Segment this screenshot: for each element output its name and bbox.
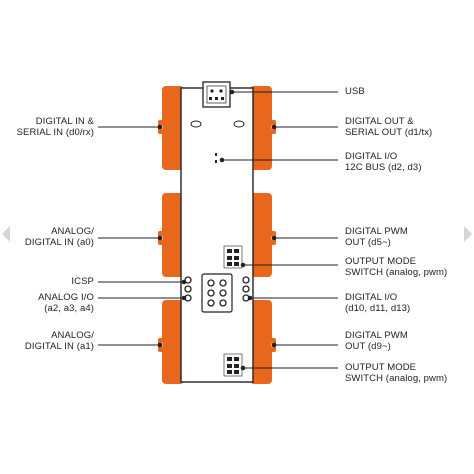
leader-lines-right: [219, 89, 338, 371]
led-right: [233, 120, 245, 128]
label-pwm-d9: DIGITAL PWM OUT (d9~): [345, 330, 408, 352]
label-icsp: ICSP: [71, 276, 94, 287]
usb-port-icon: [202, 81, 231, 108]
label-output-mode-2: OUTPUT MODE SWITCH (analog, pwm): [345, 362, 448, 384]
label-i2c-bus: DIGITAL I/O 12C BUS (d2, d3): [345, 151, 422, 173]
label-analog-digital-in-a0: ANALOG/ DIGITAL IN (a0): [24, 226, 94, 248]
led-left: [190, 120, 202, 128]
label-pwm-d5: DIGITAL PWM OUT (d5~): [345, 226, 408, 248]
output-mode-switch-2: [223, 353, 243, 377]
left-connector-a1: [158, 300, 184, 384]
label-digital-in-serial: DIGITAL IN & SERIAL IN (d0/rx): [16, 116, 94, 138]
label-usb: USB: [345, 86, 365, 97]
prev-arrow-icon[interactable]: [2, 226, 10, 242]
label-digital-out-serial: DIGITAL OUT & SERIAL OUT (d1/tx): [345, 116, 433, 138]
i2c-pads: [215, 153, 217, 163]
icsp-header: [201, 273, 233, 313]
right-connector-d9: [250, 300, 276, 384]
left-connector-a0: [158, 193, 184, 277]
digital-io-header: [242, 276, 250, 302]
label-analog-digital-in-a1: ANALOG/ DIGITAL IN (a1): [24, 330, 94, 352]
next-arrow-icon[interactable]: [464, 226, 472, 242]
leader-lines-left: [98, 124, 187, 348]
label-output-mode-1: OUTPUT MODE SWITCH (analog, pwm): [345, 256, 448, 278]
right-connector-d5: [250, 193, 276, 277]
board-outline: [180, 87, 254, 383]
label-digital-io-d10: DIGITAL I/O (d10, d11, d13): [345, 292, 411, 314]
output-mode-switch-1: [223, 245, 243, 269]
label-analog-io: ANALOG I/O (a2, a3, a4): [38, 292, 94, 314]
